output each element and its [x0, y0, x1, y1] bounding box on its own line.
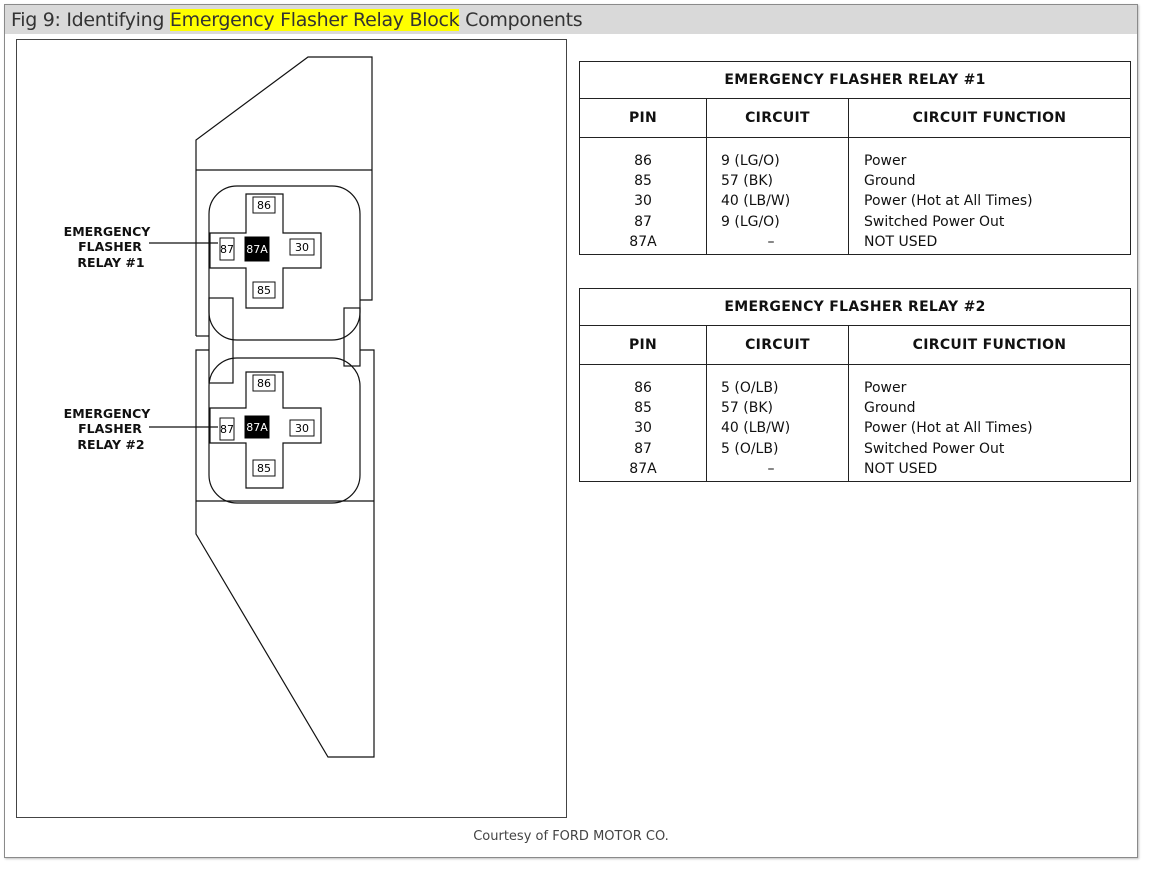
- table-cell: 86: [634, 153, 652, 169]
- table-cell: 9 (LG/O): [721, 153, 780, 169]
- table-cell: 40 (LB/W): [721, 193, 791, 210]
- relay2-label-line3: RELAY #2: [77, 437, 144, 452]
- right-side-tab: [343, 307, 361, 367]
- table-cell: NOT USED: [864, 233, 938, 250]
- relay1-pins: 86 87 87A 30 85: [219, 196, 315, 299]
- relay2-pin-87a: 87A: [246, 421, 268, 434]
- table-cell: NOT USED: [864, 460, 938, 477]
- relay2-pin-table: EMERGENCY FLASHER RELAY #2 PIN CIRCUIT C…: [579, 288, 1131, 483]
- relay1-pin-column: 86 85 30 87 87A: [579, 137, 707, 256]
- relay1-pin-87-box: [219, 237, 235, 261]
- relay2-pin-87: 87: [220, 423, 234, 436]
- relay2-pin-85: 85: [257, 462, 271, 475]
- relay2-function-column: Power Ground Power (Hot at All Times) Sw…: [848, 364, 1131, 483]
- table-cell: 40 (LB/W): [721, 420, 791, 437]
- table-cell: 5 (O/LB): [721, 380, 779, 396]
- relay1-header-pin: PIN: [579, 98, 707, 138]
- table-cell: Power (Hot at All Times): [864, 420, 1033, 437]
- relay2-pin-87a-box: [244, 415, 270, 439]
- caption-highlight: Emergency Flasher Relay Block: [169, 9, 460, 31]
- table-cell: 30: [634, 420, 652, 437]
- table-cell: 57 (BK): [721, 400, 773, 417]
- housing-upper-outline: [195, 56, 373, 336]
- relay1-circuit-column: 9 (LG/O) 57 (BK) 40 (LB/W) 9 (LG/O) –: [706, 137, 849, 256]
- housing-lower-outline: [195, 349, 375, 758]
- caption-prefix: Fig 9: Identifying: [11, 9, 170, 31]
- table-cell: 30: [634, 193, 652, 210]
- courtesy-credit: Courtesy of FORD MOTOR CO.: [473, 829, 669, 844]
- relay2-label-line2: FLASHER: [78, 421, 142, 436]
- figure-frame: Fig 9: Identifying Emergency Flasher Rel…: [4, 4, 1138, 858]
- table-cell: –: [767, 460, 775, 477]
- relay2-pin-86: 86: [257, 377, 271, 390]
- table-cell: 9 (LG/O): [721, 213, 780, 230]
- relay2-cross: [209, 371, 322, 489]
- relay1-pin-table: EMERGENCY FLASHER RELAY #1 PIN CIRCUIT C…: [579, 61, 1131, 256]
- table-cell: Power: [864, 153, 907, 169]
- caption-bar: Fig 9: Identifying Emergency Flasher Rel…: [5, 5, 1137, 34]
- table-cell: 85: [634, 173, 652, 190]
- relay1-pin-86-box: [252, 196, 276, 214]
- relay2-pin-87-box: [219, 417, 235, 441]
- relay2-pin-86-box: [252, 374, 276, 392]
- table-cell: Power (Hot at All Times): [864, 193, 1033, 210]
- table-cell: Power: [864, 380, 907, 396]
- table-cell: 57 (BK): [721, 173, 773, 190]
- relay1-label-line3: RELAY #1: [77, 255, 144, 270]
- table-cell: –: [767, 233, 775, 250]
- table-cell: 87A: [629, 233, 657, 250]
- relay2-header-function: CIRCUIT FUNCTION: [848, 325, 1131, 365]
- relay1-pin-30-box: [289, 238, 315, 256]
- figure-caption: Fig 9: Identifying Emergency Flasher Rel…: [11, 9, 583, 31]
- relay1-socket: [208, 185, 361, 341]
- relay-block-drawing: 86 87 87A 30 85 86 87 87A 30: [64, 56, 375, 758]
- relay2-socket: [208, 357, 361, 504]
- relay1-cross: [209, 193, 322, 309]
- relay1-pin-87a: 87A: [246, 243, 268, 256]
- relay1-pin-85: 85: [257, 284, 271, 297]
- relay2-pin-30-box: [289, 419, 315, 437]
- relay1-header-function: CIRCUIT FUNCTION: [848, 98, 1131, 138]
- relay2-pin-column: 86 85 30 87 87A: [579, 364, 707, 483]
- relay2-pin-30: 30: [295, 422, 309, 435]
- relay1-pin-30: 30: [295, 241, 309, 254]
- relay1-pin-87a-box: [244, 236, 270, 262]
- relay2-header-pin: PIN: [579, 325, 707, 365]
- table-cell: 87A: [629, 460, 657, 477]
- relay1-pin-86: 86: [257, 199, 271, 212]
- relay1-pin-85-box: [252, 281, 276, 299]
- table-cell: Ground: [864, 400, 916, 417]
- caption-suffix: Components: [459, 9, 583, 31]
- relay2-label-line1: EMERGENCY: [64, 406, 152, 421]
- relay1-table-title: EMERGENCY FLASHER RELAY #1: [579, 61, 1131, 99]
- relay1-function-column: Power Ground Power (Hot at All Times) Sw…: [848, 137, 1131, 256]
- table-cell: 5 (O/LB): [721, 440, 779, 457]
- relay2-pin-85-box: [252, 459, 276, 477]
- relay2-header-circuit: CIRCUIT: [706, 325, 849, 365]
- relay1-header-circuit: CIRCUIT: [706, 98, 849, 138]
- relay1-pin-87: 87: [220, 243, 234, 256]
- table-cell: 85: [634, 400, 652, 417]
- relay2-circuit-column: 5 (O/LB) 57 (BK) 40 (LB/W) 5 (O/LB) –: [706, 364, 849, 483]
- table-cell: Switched Power Out: [864, 440, 1005, 457]
- table-cell: 86: [634, 380, 652, 396]
- relay2-table-title: EMERGENCY FLASHER RELAY #2: [579, 288, 1131, 326]
- table-cell: Switched Power Out: [864, 213, 1005, 230]
- relay1-label-line2: FLASHER: [78, 239, 142, 254]
- table-cell: 87: [634, 213, 652, 230]
- left-side-tab: [208, 297, 234, 384]
- relay2-pins: 86 87 87A 30 85: [219, 374, 315, 477]
- table-cell: 87: [634, 440, 652, 457]
- relay-block-diagram: 86 87 87A 30 85 86 87 87A 30: [16, 39, 567, 818]
- table-cell: Ground: [864, 173, 916, 190]
- relay1-label-line1: EMERGENCY: [64, 224, 152, 239]
